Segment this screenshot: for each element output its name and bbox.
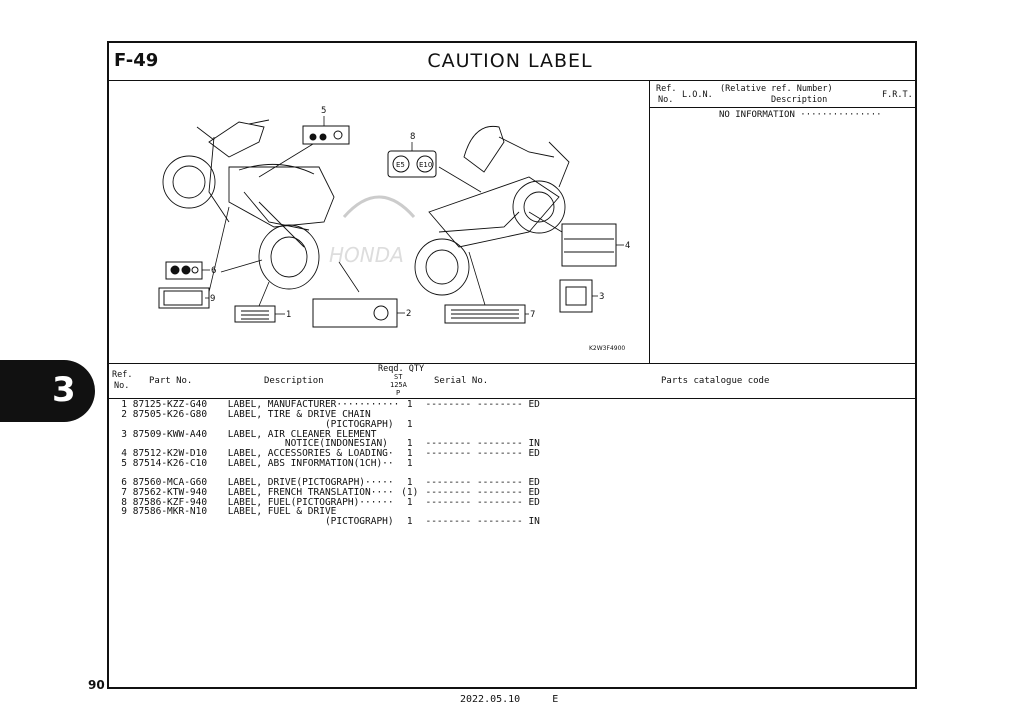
illustration-divider	[108, 363, 916, 364]
th-reqd-qty: Reqd. QTY	[378, 364, 425, 374]
footer-edition: E	[552, 694, 559, 705]
th-catalogue-code: Parts catalogue code	[661, 376, 770, 386]
section-tab-number: 3	[52, 370, 76, 410]
page-number: 90	[88, 678, 105, 692]
footer-date: 2022.05.10	[460, 694, 521, 705]
th-ref: Ref.	[112, 370, 133, 380]
footer: 2022.05.10 E	[460, 694, 558, 705]
table-row: (PICTOGRAPH)1 -------- -------- IN	[227, 516, 540, 527]
callout-7: 7	[530, 310, 535, 320]
ref-col-lon: L.O.N.	[682, 90, 713, 100]
callout-9: 9	[210, 294, 215, 304]
svg-text:HONDA: HONDA	[329, 243, 404, 267]
ref-panel-divider	[650, 107, 916, 108]
th-no: No.	[114, 381, 130, 391]
ref-col-ref: Ref.	[656, 84, 677, 94]
ref-info: NO INFORMATION ···············	[719, 110, 882, 120]
callout-4: 4	[625, 241, 630, 251]
figure-number: F-49	[114, 50, 159, 71]
table-row: NOTICE(INDONESIAN)1 -------- -------- IN	[227, 438, 540, 449]
ref-col-no: No.	[658, 95, 674, 105]
illustration-code: K2W3F4900	[589, 345, 625, 352]
label-8-e5: E5	[396, 161, 405, 169]
table-row: (PICTOGRAPH)1	[227, 419, 413, 430]
label-8-e10: E10	[419, 161, 432, 169]
panel-divider	[649, 80, 650, 363]
callout-3: 3	[599, 292, 604, 302]
label-4-box	[561, 223, 617, 267]
th-st: ST	[394, 373, 403, 381]
callout-5: 5	[321, 106, 326, 116]
callout-6: 6	[211, 266, 216, 276]
th-serial-no: Serial No.	[434, 376, 489, 386]
ref-col-desc: Description	[771, 95, 828, 105]
page-title: CAUTION LABEL	[427, 50, 593, 72]
th-part-no: Part No.	[149, 376, 193, 386]
th-model: 125A	[390, 381, 407, 389]
th-description: Description	[264, 376, 324, 386]
table-header-divider	[108, 398, 916, 399]
callout-1: 1	[286, 310, 291, 320]
callout-8: 8	[410, 132, 415, 142]
header-divider	[108, 80, 916, 81]
label-1-box	[234, 305, 276, 323]
motorcycle-illustration: HONDA	[158, 106, 630, 352]
page-frame	[107, 41, 917, 689]
left-motorcycle-drawing	[162, 119, 335, 290]
right-motorcycle-drawing	[414, 125, 570, 296]
th-p: P	[396, 389, 401, 397]
ref-col-frt: F.R.T.	[882, 90, 913, 100]
section-tab: 3	[0, 360, 95, 422]
callout-2: 2	[406, 309, 411, 319]
ref-col-rel: (Relative ref. Number)	[720, 84, 833, 94]
